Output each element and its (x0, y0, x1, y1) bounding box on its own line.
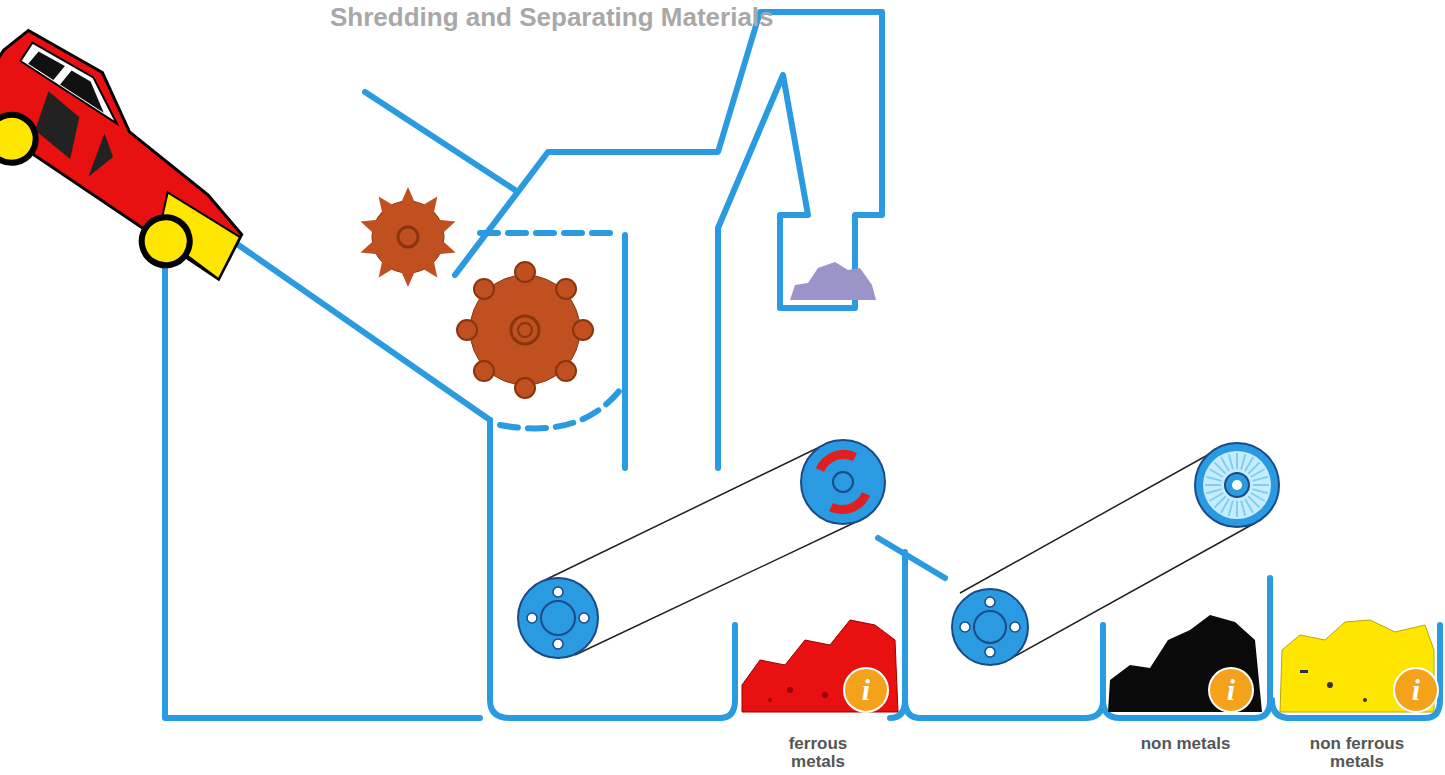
info-letter: i (1227, 673, 1235, 707)
diagram-title: Shredding and Separating Materials (330, 2, 774, 33)
info-icon: i (1208, 667, 1254, 713)
info-letter: i (862, 673, 870, 707)
info-icon: i (843, 667, 889, 713)
info-icon: i (1393, 667, 1439, 713)
info-letter: i (1412, 673, 1420, 707)
bin-label: non metals (1116, 735, 1256, 753)
bin-label: ferrous metals (763, 735, 873, 771)
bin-label: non ferrous metals (1292, 735, 1422, 771)
